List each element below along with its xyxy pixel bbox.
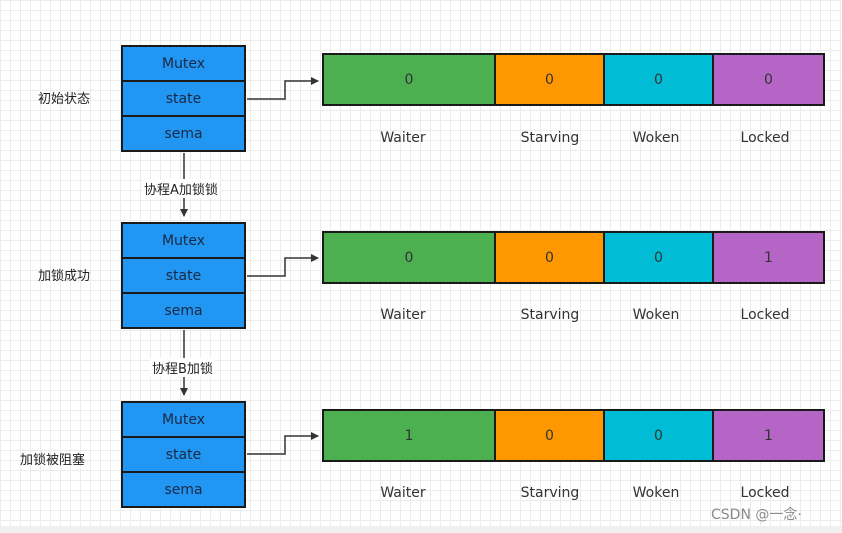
mutex-field-state: state (123, 259, 244, 294)
bit-locked-value: 1 (714, 233, 823, 282)
bit-label-starving: Starving (520, 485, 580, 501)
bit-label-woken: Woken (632, 485, 680, 501)
state-bits: 0 0 0 0 (322, 53, 825, 106)
bit-label-waiter: Waiter (380, 485, 426, 501)
watermark: CSDN @一念· (711, 507, 802, 523)
bit-starving-value: 0 (496, 55, 605, 104)
bit-label-locked: Locked (740, 130, 790, 146)
bit-starving-value: 0 (496, 233, 605, 282)
stage-label: 加锁被阻塞 (20, 453, 86, 468)
bit-label-starving: Starving (520, 130, 580, 146)
bit-woken-value: 0 (605, 233, 714, 282)
mutex-field-sema: sema (164, 302, 203, 319)
mutex-field-sema: sema (164, 125, 203, 142)
bit-waiter-value: 0 (324, 233, 496, 282)
state-connector-3 (247, 432, 319, 455)
state-connector-1 (247, 77, 319, 100)
bit-label-locked: Locked (740, 307, 790, 323)
mutex-struct: Mutex state sema (121, 45, 246, 152)
mutex-struct: Mutex state sema (121, 222, 246, 329)
state-bits: 0 0 0 1 (322, 231, 825, 284)
bit-woken-value: 0 (605, 55, 714, 104)
bit-label-waiter: Waiter (380, 130, 426, 146)
bit-label-starving: Starving (520, 307, 580, 323)
mutex-field-name: Mutex (123, 403, 244, 438)
bit-locked-value: 1 (714, 411, 823, 460)
bit-woken-value: 0 (605, 411, 714, 460)
bit-locked-value: 0 (714, 55, 823, 104)
mutex-field-name: Mutex (123, 224, 244, 259)
bit-starving-value: 0 (496, 411, 605, 460)
transition-label: 协程A加锁锁 (142, 179, 220, 198)
bit-label-woken: Woken (632, 130, 680, 146)
mutex-field-state: state (123, 82, 244, 117)
bit-waiter-value: 0 (324, 55, 496, 104)
bit-label-waiter: Waiter (380, 307, 426, 323)
mutex-field-sema: sema (164, 481, 203, 498)
state-bits: 1 0 0 1 (322, 409, 825, 462)
mutex-struct: Mutex state sema (121, 401, 246, 508)
stage-label: 初始状态 (38, 92, 91, 107)
bottom-strip (0, 526, 842, 533)
state-connector-2 (247, 254, 319, 277)
bit-waiter-value: 1 (324, 411, 496, 460)
mutex-field-state: state (123, 438, 244, 473)
stage-label: 加锁成功 (38, 269, 91, 284)
bit-label-locked: Locked (740, 485, 790, 501)
mutex-field-name: Mutex (123, 47, 244, 82)
transition-label: 协程B加锁 (150, 358, 215, 377)
bit-label-woken: Woken (632, 307, 680, 323)
